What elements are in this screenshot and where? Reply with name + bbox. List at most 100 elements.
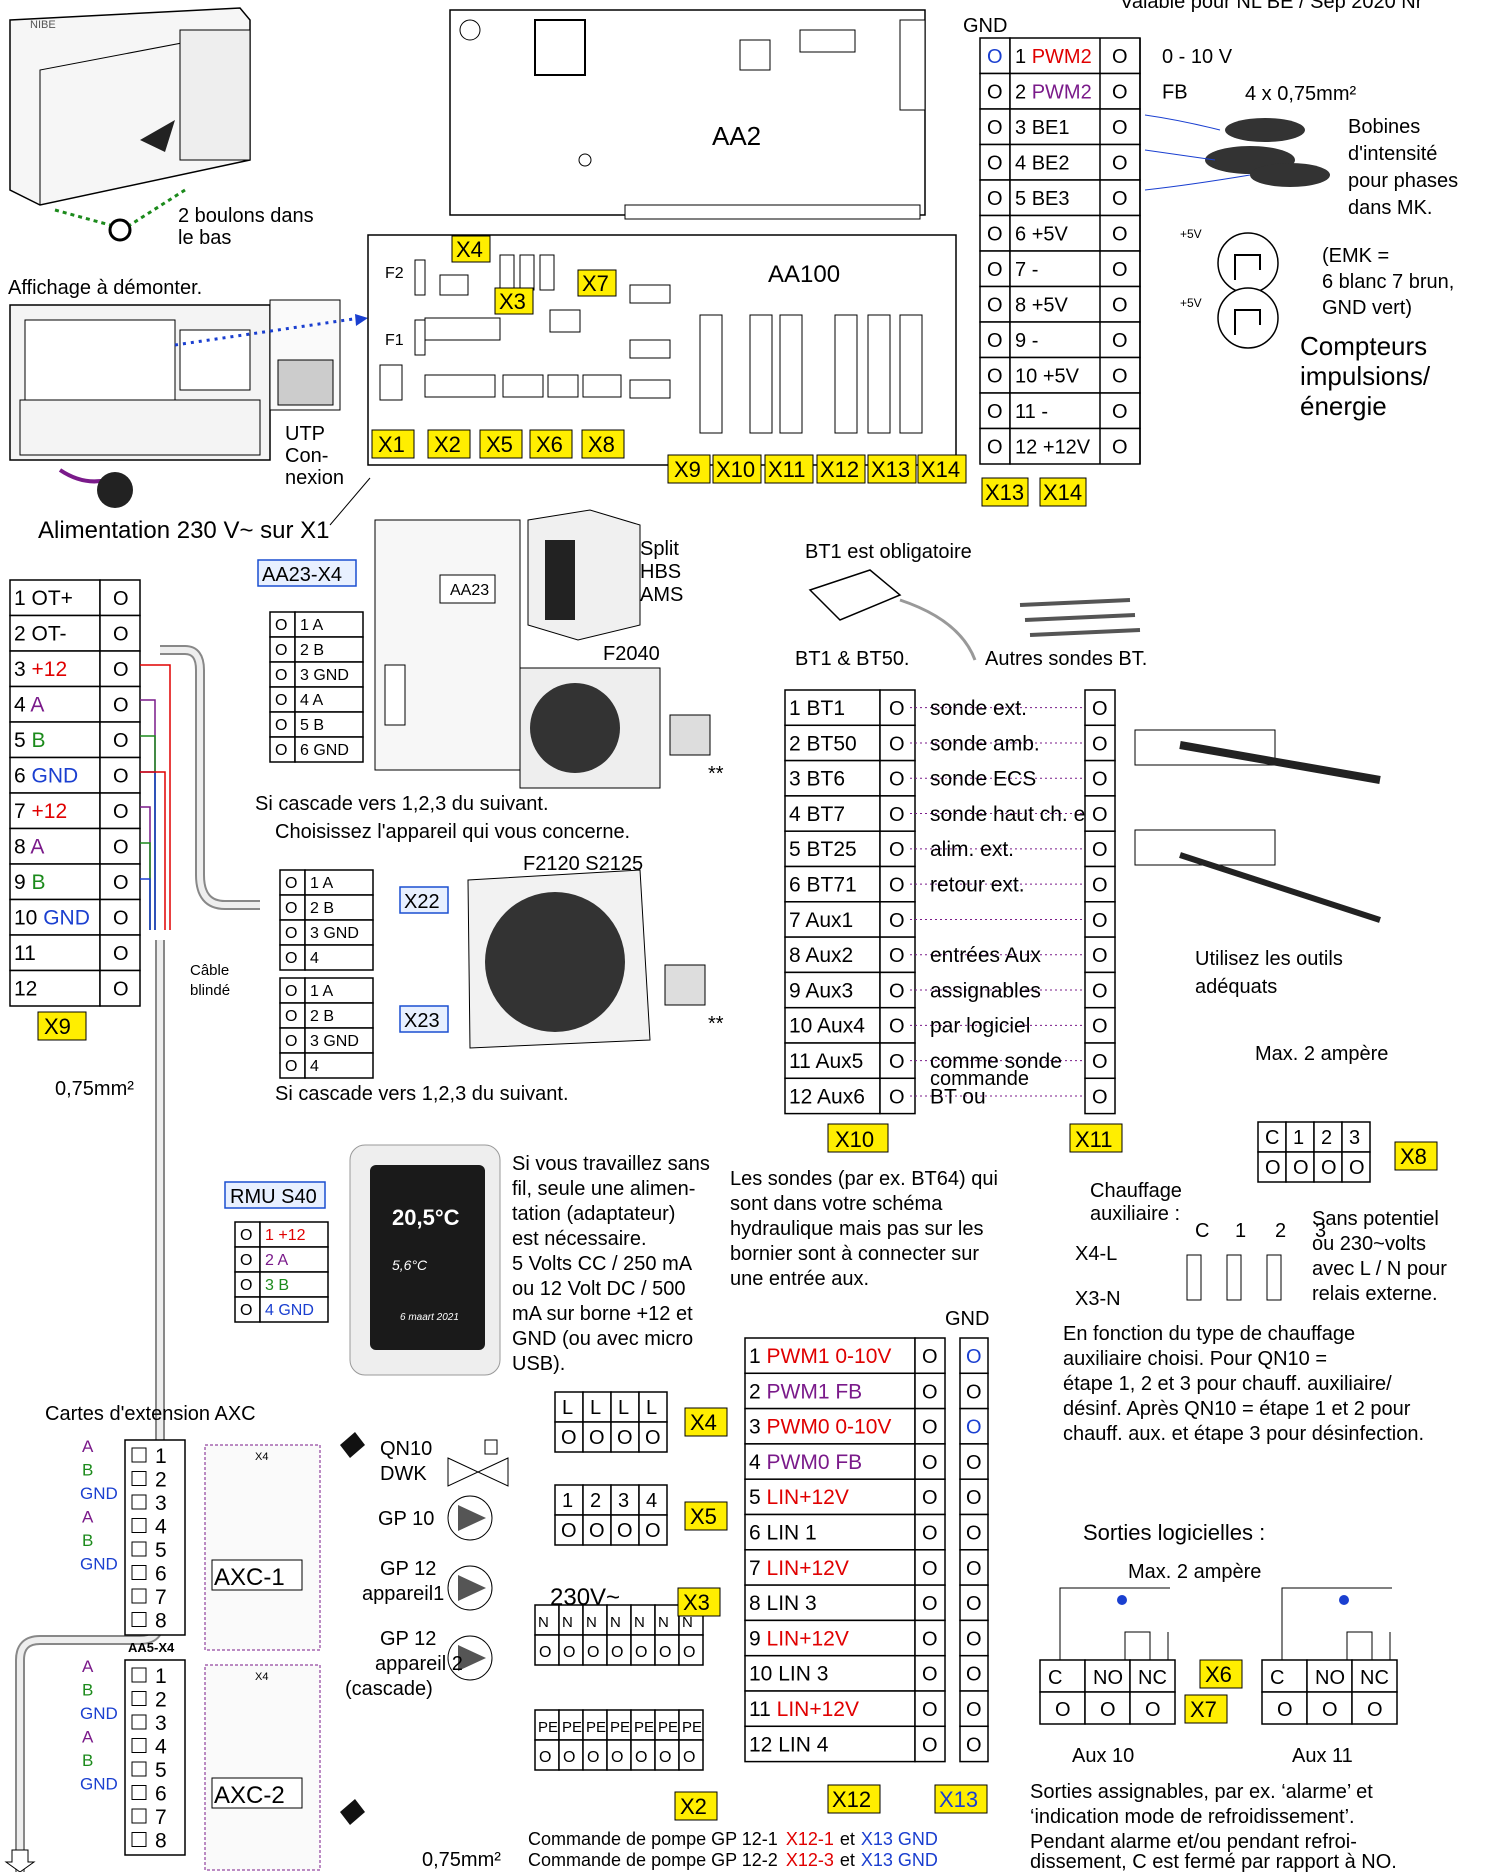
x2-out-pin: O <box>611 1749 623 1766</box>
x12-row-num: 9 <box>749 1627 767 1650</box>
axc2-x4: X4 <box>255 1671 268 1683</box>
axc-row-num: 8 <box>155 1830 167 1853</box>
x14-pin: O <box>1112 401 1128 423</box>
bt-name: 1 BT1 <box>789 697 845 720</box>
tag-x4: X4 <box>451 235 491 263</box>
x2-out-pin: O <box>539 1749 551 1766</box>
x13-pin: O <box>966 1664 982 1686</box>
rmu-cell <box>234 1246 261 1273</box>
bt-pin-cell <box>879 971 916 1009</box>
x9-pin-cell <box>99 827 141 865</box>
x22-pin: O <box>285 925 297 942</box>
rmu-wireless-3: tation (adaptateur) <box>512 1203 675 1225</box>
power-plug-icon <box>340 1432 365 1825</box>
bt-note-3: hydraulique mais pas sur les <box>730 1218 983 1240</box>
x4l-label: X4-L <box>1075 1243 1117 1265</box>
axc-terminal <box>131 1808 147 1824</box>
axc-terminal <box>131 1667 147 1683</box>
x5-out-head: 2 <box>590 1490 601 1512</box>
svg-text:X10: X10 <box>835 1127 874 1152</box>
svg-text:X11: X11 <box>1075 1127 1113 1152</box>
x23-pin: O <box>285 983 297 1000</box>
coils-note-2: d'intensité <box>1348 143 1437 165</box>
x9-row-label: 10 GND <box>14 907 90 930</box>
x13-pin: O <box>966 1628 982 1650</box>
validity-note: Valable pour NL BE / Sep 2020 Nr <box>1120 0 1423 13</box>
bolts-note-2: le bas <box>178 227 231 249</box>
out-cable: 0,75mm² <box>422 1849 501 1871</box>
x13-pin: O <box>987 401 1003 423</box>
plus5v-label-2: +5V <box>1180 296 1202 310</box>
x12-row-name: LIN+12V <box>777 1698 859 1721</box>
split-unit-illustration <box>527 509 641 641</box>
qn10-label: QN10 <box>380 1438 432 1460</box>
cmd2-x12: X12-3 <box>786 1850 834 1870</box>
axc1-label: AXC-1 <box>214 1564 285 1591</box>
x14-row-label: 4 BE2 <box>1015 153 1070 175</box>
x22-label: 3 GND <box>310 925 359 942</box>
x12-pin-cell <box>914 1337 946 1375</box>
bt-pin: O <box>889 698 905 720</box>
svg-text:X12: X12 <box>832 1787 871 1812</box>
utp-note-3: nexion <box>285 467 344 489</box>
x12-cell <box>744 1725 916 1763</box>
x14-pin: O <box>1112 117 1128 139</box>
x5-out-pin: O <box>589 1520 605 1542</box>
soft-text-4: dissement, C est fermé par rapport à NO. <box>1030 1851 1397 1872</box>
bt-pin-cell <box>879 865 916 903</box>
x22-label: 1 A <box>310 875 333 892</box>
bt-desc: alim. ext. <box>930 838 1014 861</box>
x2-out-head: PE <box>538 1719 558 1736</box>
tag-x14: X14 <box>917 454 967 484</box>
svg-text:X22: X22 <box>404 891 440 913</box>
x12-cell <box>744 1584 916 1622</box>
tag-x10-bt: X10 <box>827 1123 889 1153</box>
heater-element <box>1186 1254 1202 1301</box>
x9-wire-red-2 <box>140 771 166 930</box>
cmd1-et: et <box>840 1829 855 1849</box>
x9-row-name: GND <box>32 765 79 788</box>
x3-out-head: N <box>538 1614 549 1631</box>
meters-note: Compteurs <box>1300 331 1427 361</box>
x9-pin: O <box>113 659 129 681</box>
emk-note: (EMK = <box>1322 245 1389 267</box>
tag-x8-right: X8 <box>1394 1141 1438 1171</box>
x14-row-name: +5V <box>1032 295 1069 317</box>
axc2-label: AXC-2 <box>214 1782 285 1809</box>
x9-row-num: 11 <box>14 942 36 965</box>
cmd2-text: Commande de pompe GP 12-2 <box>528 1850 778 1870</box>
axc-wire-label: GND <box>80 1555 118 1574</box>
bt-name-cell <box>784 1077 881 1115</box>
rmu-wireless-2: fil, seule une alimen- <box>512 1178 695 1200</box>
x9-bus-wires <box>140 664 171 930</box>
bt-pin-cell <box>879 1077 916 1115</box>
x13-pin: O <box>966 1346 982 1368</box>
x3-out-pin: O <box>635 1644 647 1661</box>
aa23-label: AA23 <box>450 582 489 599</box>
soft-head: NO <box>1315 1667 1345 1689</box>
x14-pin: O <box>1112 259 1128 281</box>
unit-front-illustration: NIBE <box>9 7 251 242</box>
x8-pin-cell <box>1285 1151 1315 1183</box>
bt-name: 9 Aux3 <box>789 979 853 1002</box>
x5-out-pin-cell <box>638 1514 668 1546</box>
aa100-connectors <box>424 274 923 434</box>
soft-head-cell <box>1261 1659 1308 1693</box>
x9-pin: O <box>113 908 129 930</box>
cascade-note: Si cascade vers 1,2,3 du suivant. <box>255 793 549 815</box>
gp12b-label-2: appareil 2 <box>375 1653 463 1675</box>
soft-pin: O <box>1322 1699 1338 1721</box>
shielded-note-2: blindé <box>190 982 230 999</box>
axc-wire-label: B <box>82 1531 93 1550</box>
f2040-label: F2040 <box>603 643 660 665</box>
tag-x11: X11 <box>764 454 814 484</box>
bt-name: 8 Aux2 <box>789 944 853 967</box>
emk-note-2: 6 blanc 7 brun, <box>1322 271 1454 293</box>
x12-row-num: 7 <box>749 1557 767 1580</box>
x14-cell <box>1009 143 1141 181</box>
x12-row-name: LIN 3 <box>778 1663 828 1686</box>
bt-pin2: O <box>1092 1086 1108 1108</box>
aa23-label: 1 A <box>300 617 323 634</box>
